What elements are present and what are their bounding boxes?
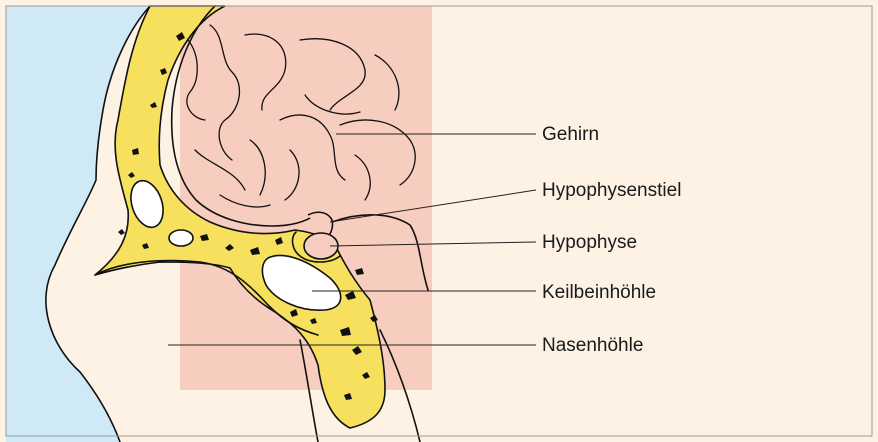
label-hypophysenstiel: Hypophysenstiel <box>542 180 681 201</box>
label-gehirn: Gehirn <box>542 124 599 145</box>
label-keilbeinhoehle: Keilbeinhöhle <box>542 282 656 303</box>
label-hypophyse: Hypophyse <box>542 232 637 253</box>
ethmoid-sinus <box>169 230 193 246</box>
label-nasenhoehle: Nasenhöhle <box>542 335 643 356</box>
